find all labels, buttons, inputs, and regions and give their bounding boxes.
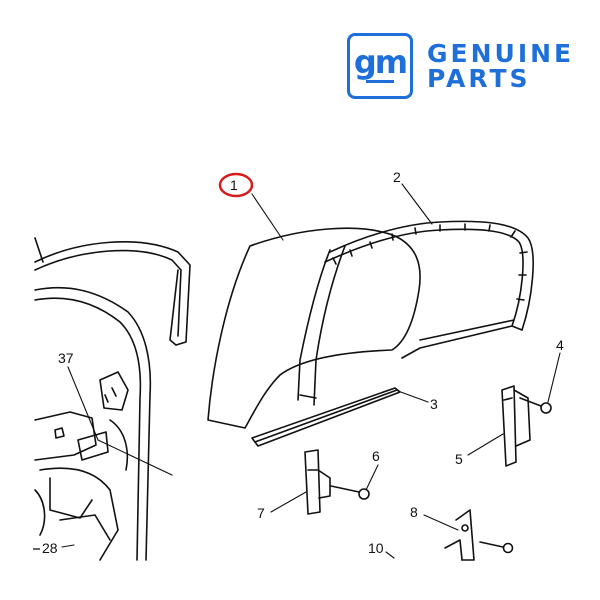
callout-5: 5 [455, 451, 463, 467]
callout-7: 7 [257, 505, 265, 521]
brand-line-parts: PARTS [427, 64, 531, 93]
callout-1: 1 [230, 177, 238, 193]
belt-weatherstrip [251, 387, 401, 447]
callout-8: 8 [410, 504, 418, 520]
brand-wordmark: GENUINE PARTS [427, 41, 574, 91]
bolt-6 [330, 485, 370, 500]
gm-genuine-parts-logo: gm GENUINE PARTS [347, 33, 574, 99]
bolt-4 [519, 397, 552, 414]
gm-logo-mark: gm [347, 33, 413, 99]
gm-logo-underline [366, 80, 394, 83]
rear-channel [501, 385, 531, 467]
callout-28: 28 [42, 540, 58, 556]
brand-line-genuine: GENUINE [427, 39, 575, 68]
callout-3: 3 [430, 396, 438, 412]
callout-2: 2 [393, 169, 401, 185]
door-frame [34, 237, 191, 561]
highlight-ring [218, 172, 254, 198]
leader-lines [61, 183, 561, 559]
window-glass [207, 227, 421, 429]
callout-4: 4 [556, 337, 564, 353]
callout-10: 10 [368, 540, 384, 556]
bolt-10 [479, 541, 514, 554]
gm-logo-text: gm [353, 43, 408, 81]
callout-6: 6 [372, 448, 380, 464]
window-regulator [444, 509, 475, 561]
callout-37: 37 [58, 350, 74, 366]
run-channel [297, 220, 534, 406]
front-channel [304, 449, 331, 515]
